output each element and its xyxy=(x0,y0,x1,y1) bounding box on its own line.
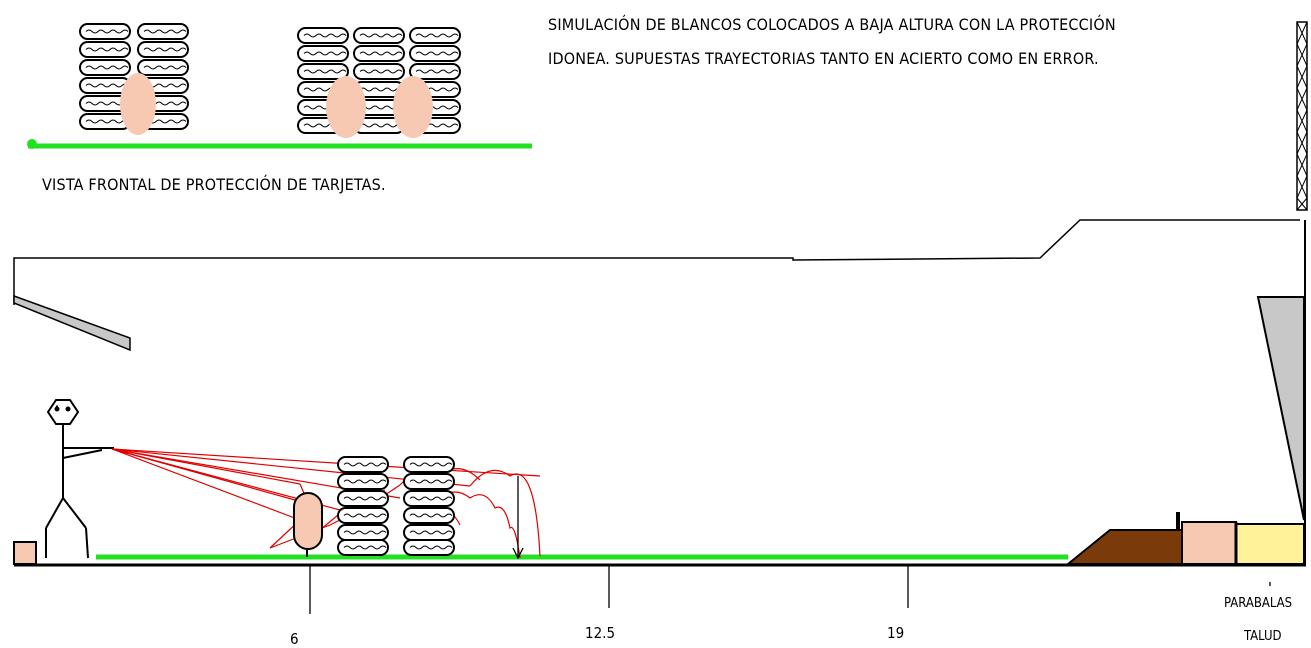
distance-label-6: 6 xyxy=(290,630,299,648)
target-side xyxy=(293,492,323,557)
trajectories xyxy=(111,448,541,559)
title-line-2: IDONEA. SUPUESTAS TRAYECTORIAS TANTO EN … xyxy=(548,49,1099,68)
distance-label-12-5: 12.5 xyxy=(585,624,615,642)
target-front-3 xyxy=(393,76,433,138)
target-front-1 xyxy=(120,73,156,135)
impact-arrow xyxy=(512,476,524,560)
tire-stack-front-1 xyxy=(79,23,189,135)
shooter-figure xyxy=(45,399,114,559)
baffle-right xyxy=(1256,296,1305,521)
parabalas-block xyxy=(1181,521,1237,565)
talud-block xyxy=(1235,523,1305,565)
front-view xyxy=(27,23,532,149)
tire-stack-front-2 xyxy=(297,27,461,138)
parabalas-label: PARABALAS xyxy=(1224,596,1292,611)
roof-outline xyxy=(13,219,1300,305)
berm xyxy=(1065,529,1183,565)
talud-label: TALUD xyxy=(1243,629,1282,644)
target-front-2 xyxy=(326,76,366,138)
distance-label-19: 19 xyxy=(887,624,904,642)
front-view-caption: VISTA FRONTAL DE PROTECCIÓN DE TARJETAS. xyxy=(42,175,386,194)
tire-stack-side xyxy=(337,456,455,556)
baffle-left xyxy=(13,294,131,352)
front-ground-dot xyxy=(27,139,37,149)
lattice-mast xyxy=(1296,21,1308,211)
ammo-box xyxy=(13,541,37,565)
title-line-1: SIMULACIÓN DE BLANCOS COLOCADOS A BAJA A… xyxy=(548,15,1116,34)
